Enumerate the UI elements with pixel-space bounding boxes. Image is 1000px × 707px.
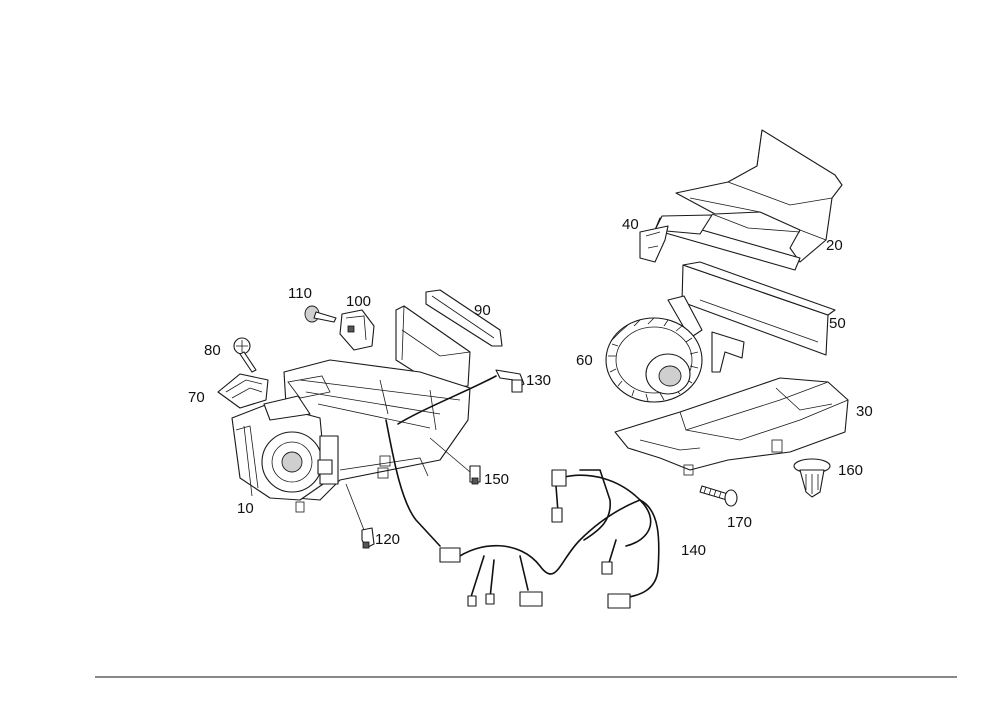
- callout-10: 10: [237, 500, 254, 517]
- callout-110: 110: [288, 285, 312, 302]
- callouts: 10 20 30 40 50 60 70 80 90 100 110 120 1…: [188, 216, 873, 559]
- part-50-blower-box: [667, 261, 836, 373]
- part-100-actuator: [339, 309, 375, 351]
- callout-170: 170: [727, 514, 752, 531]
- callout-160: 160: [838, 462, 863, 479]
- part-40-flap-bar: [639, 214, 801, 271]
- part-90-gasket: [425, 289, 503, 347]
- part-110-screw: [304, 305, 337, 323]
- callout-140: 140: [681, 542, 706, 559]
- callout-70: 70: [188, 389, 205, 406]
- callout-100: 100: [346, 293, 371, 310]
- callout-80: 80: [204, 342, 221, 359]
- callout-60: 60: [576, 352, 593, 369]
- part-10-main-housing: [231, 305, 471, 513]
- part-170-screw: [699, 485, 738, 507]
- callout-120: 120: [375, 531, 400, 548]
- part-160-grommet: [793, 458, 831, 498]
- callout-30: 30: [856, 403, 873, 420]
- part-120-sensor: [361, 527, 375, 549]
- part-60-fan-wheel: [605, 317, 703, 403]
- part-140-wiring-harness: [439, 469, 660, 609]
- leader-lines: [345, 375, 497, 547]
- part-30-lower-tray: [614, 377, 849, 476]
- callout-40: 40: [622, 216, 639, 233]
- callout-150: 150: [484, 471, 509, 488]
- callout-90: 90: [474, 302, 491, 319]
- part-70-flap-housing: [217, 373, 269, 409]
- part-130-clip: [495, 369, 525, 393]
- callout-20: 20: [826, 237, 843, 254]
- callout-50: 50: [829, 315, 846, 332]
- part-150-connector: [469, 465, 481, 485]
- callout-130: 130: [526, 372, 551, 389]
- part-80-screw: [233, 337, 257, 373]
- part-20-air-duct: [675, 129, 843, 263]
